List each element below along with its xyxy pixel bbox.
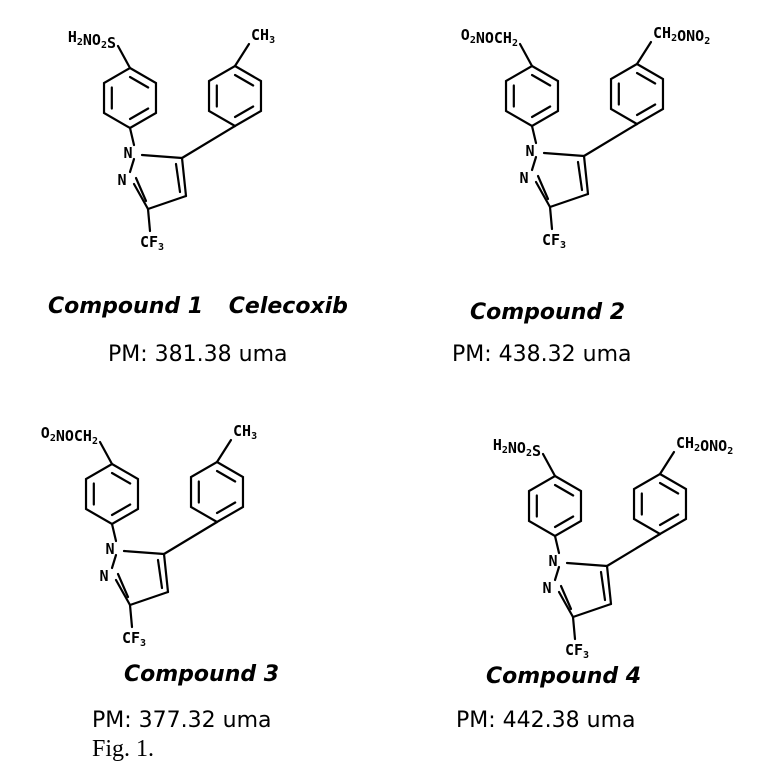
right-substituent-bond [635,40,653,66]
pyrazole-bond-c3-n2 [534,180,552,209]
pyrazole-bond-c5-c4 [162,552,170,594]
right-benzene-ring [189,460,245,524]
left-substituent-bond [518,42,534,68]
cf3-bond [128,603,134,629]
compound-4-name: Compound 4 [486,664,642,689]
compound-2-mw: PM: 438.32 uma [452,342,632,367]
left-benzene-ring [102,66,158,130]
left-benzene-ring [527,474,583,538]
right-benzene-ring [632,472,688,536]
right-substituent-label: CH3 [251,26,275,46]
c5-aryl-bond [162,520,219,556]
pyrazole-bond-c4-c3 [548,192,590,209]
compound-1-label: Compound 1 [48,294,204,319]
n1-aryl-bond [530,124,538,145]
n1-atom-label: N [123,144,132,162]
right-substituent-bond [658,450,676,476]
cf3-label: CF3 [542,231,566,251]
pyrazole-double-bond-c3-n2 [134,176,148,203]
pyrazole-bond-c5-c4 [582,154,590,196]
n1-atom-label: N [105,540,114,558]
pyrazole-double-bond-c3-n2 [116,572,130,599]
right-substituent-bond [233,42,251,68]
right-benzene-ring [609,62,665,126]
left-substituent-bond [98,440,114,466]
compound-2-name: Compound 2 [470,300,626,325]
n1-aryl-bond [553,534,561,555]
pyrazole-bond-n1-n2 [110,553,118,570]
pyrazole-bond-n1-n2 [553,565,561,582]
pyrazole-bond-c4-c3 [146,194,188,211]
left-substituent-label: H2NO2S [493,436,541,460]
right-substituent-label: CH2ONO2 [653,24,710,47]
c5-aryl-bond [582,122,639,158]
compound-3-name: Compound 3 [124,662,280,687]
n2-atom-label: N [117,171,126,189]
pyrazole-bond-n1-c5 [140,153,184,160]
compound-1-mw: PM: 381.38 uma [108,342,288,367]
left-substituent-bond [116,44,132,70]
left-benzene-ring [84,462,140,526]
n1-atom-label: N [525,142,534,160]
cf3-bond [548,205,554,231]
left-substituent-label: O2NOCH2 [461,26,518,49]
pyrazole-bond-n1-n2 [128,157,136,174]
c5-aryl-bond [180,124,237,160]
figure-caption: Fig. 1. [92,736,155,762]
right-benzene-ring [207,64,263,128]
right-substituent-bond [215,438,233,464]
pyrazole-bond-c4-c3 [128,590,170,607]
right-substituent-label: CH2ONO2 [676,434,733,457]
n2-atom-label: N [542,579,551,597]
pyrazole-double-bond-c4-c5 [599,570,607,602]
right-substituent-label: CH3 [233,422,257,442]
pyrazole-bond-c5-c4 [180,156,188,198]
pyrazole-double-bond-c3-n2 [559,584,573,611]
pyrazole-double-bond-c4-c5 [156,558,164,590]
left-benzene-ring [504,64,560,128]
left-substituent-bond [541,452,557,478]
pyrazole-bond-c3-n2 [132,182,150,211]
pyrazole-bond-c3-n2 [114,578,132,607]
cf3-label: CF3 [122,629,146,649]
cf3-bond [571,615,577,641]
n1-aryl-bond [110,522,118,543]
pyrazole-bond-c4-c3 [571,602,613,619]
pyrazole-bond-c3-n2 [557,590,575,619]
n1-atom-label: N [548,552,557,570]
n1-aryl-bond [128,126,136,147]
cf3-bond [146,207,152,233]
pyrazole-double-bond-c4-c5 [576,160,584,192]
cf3-label: CF3 [565,641,589,661]
compound-1-name: Compound 1 Celecoxib [48,294,348,319]
n2-atom-label: N [519,169,528,187]
compound-4-mw: PM: 442.38 uma [456,708,636,733]
n2-atom-label: N [99,567,108,585]
compound-1-alias: Celecoxib [228,294,348,319]
pyrazole-double-bond-c4-c5 [174,162,182,194]
pyrazole-bond-n1-c5 [122,549,166,556]
pyrazole-double-bond-c3-n2 [536,174,550,201]
pyrazole-bond-n1-c5 [565,561,609,568]
left-substituent-label: H2NO2S [68,28,116,52]
pyrazole-bond-n1-n2 [530,155,538,172]
pyrazole-bond-c5-c4 [605,564,613,606]
pyrazole-bond-n1-c5 [542,151,586,158]
cf3-label: CF3 [140,233,164,253]
c5-aryl-bond [605,532,662,568]
left-substituent-label: O2NOCH2 [41,424,98,447]
compound-3-mw: PM: 377.32 uma [92,708,272,733]
